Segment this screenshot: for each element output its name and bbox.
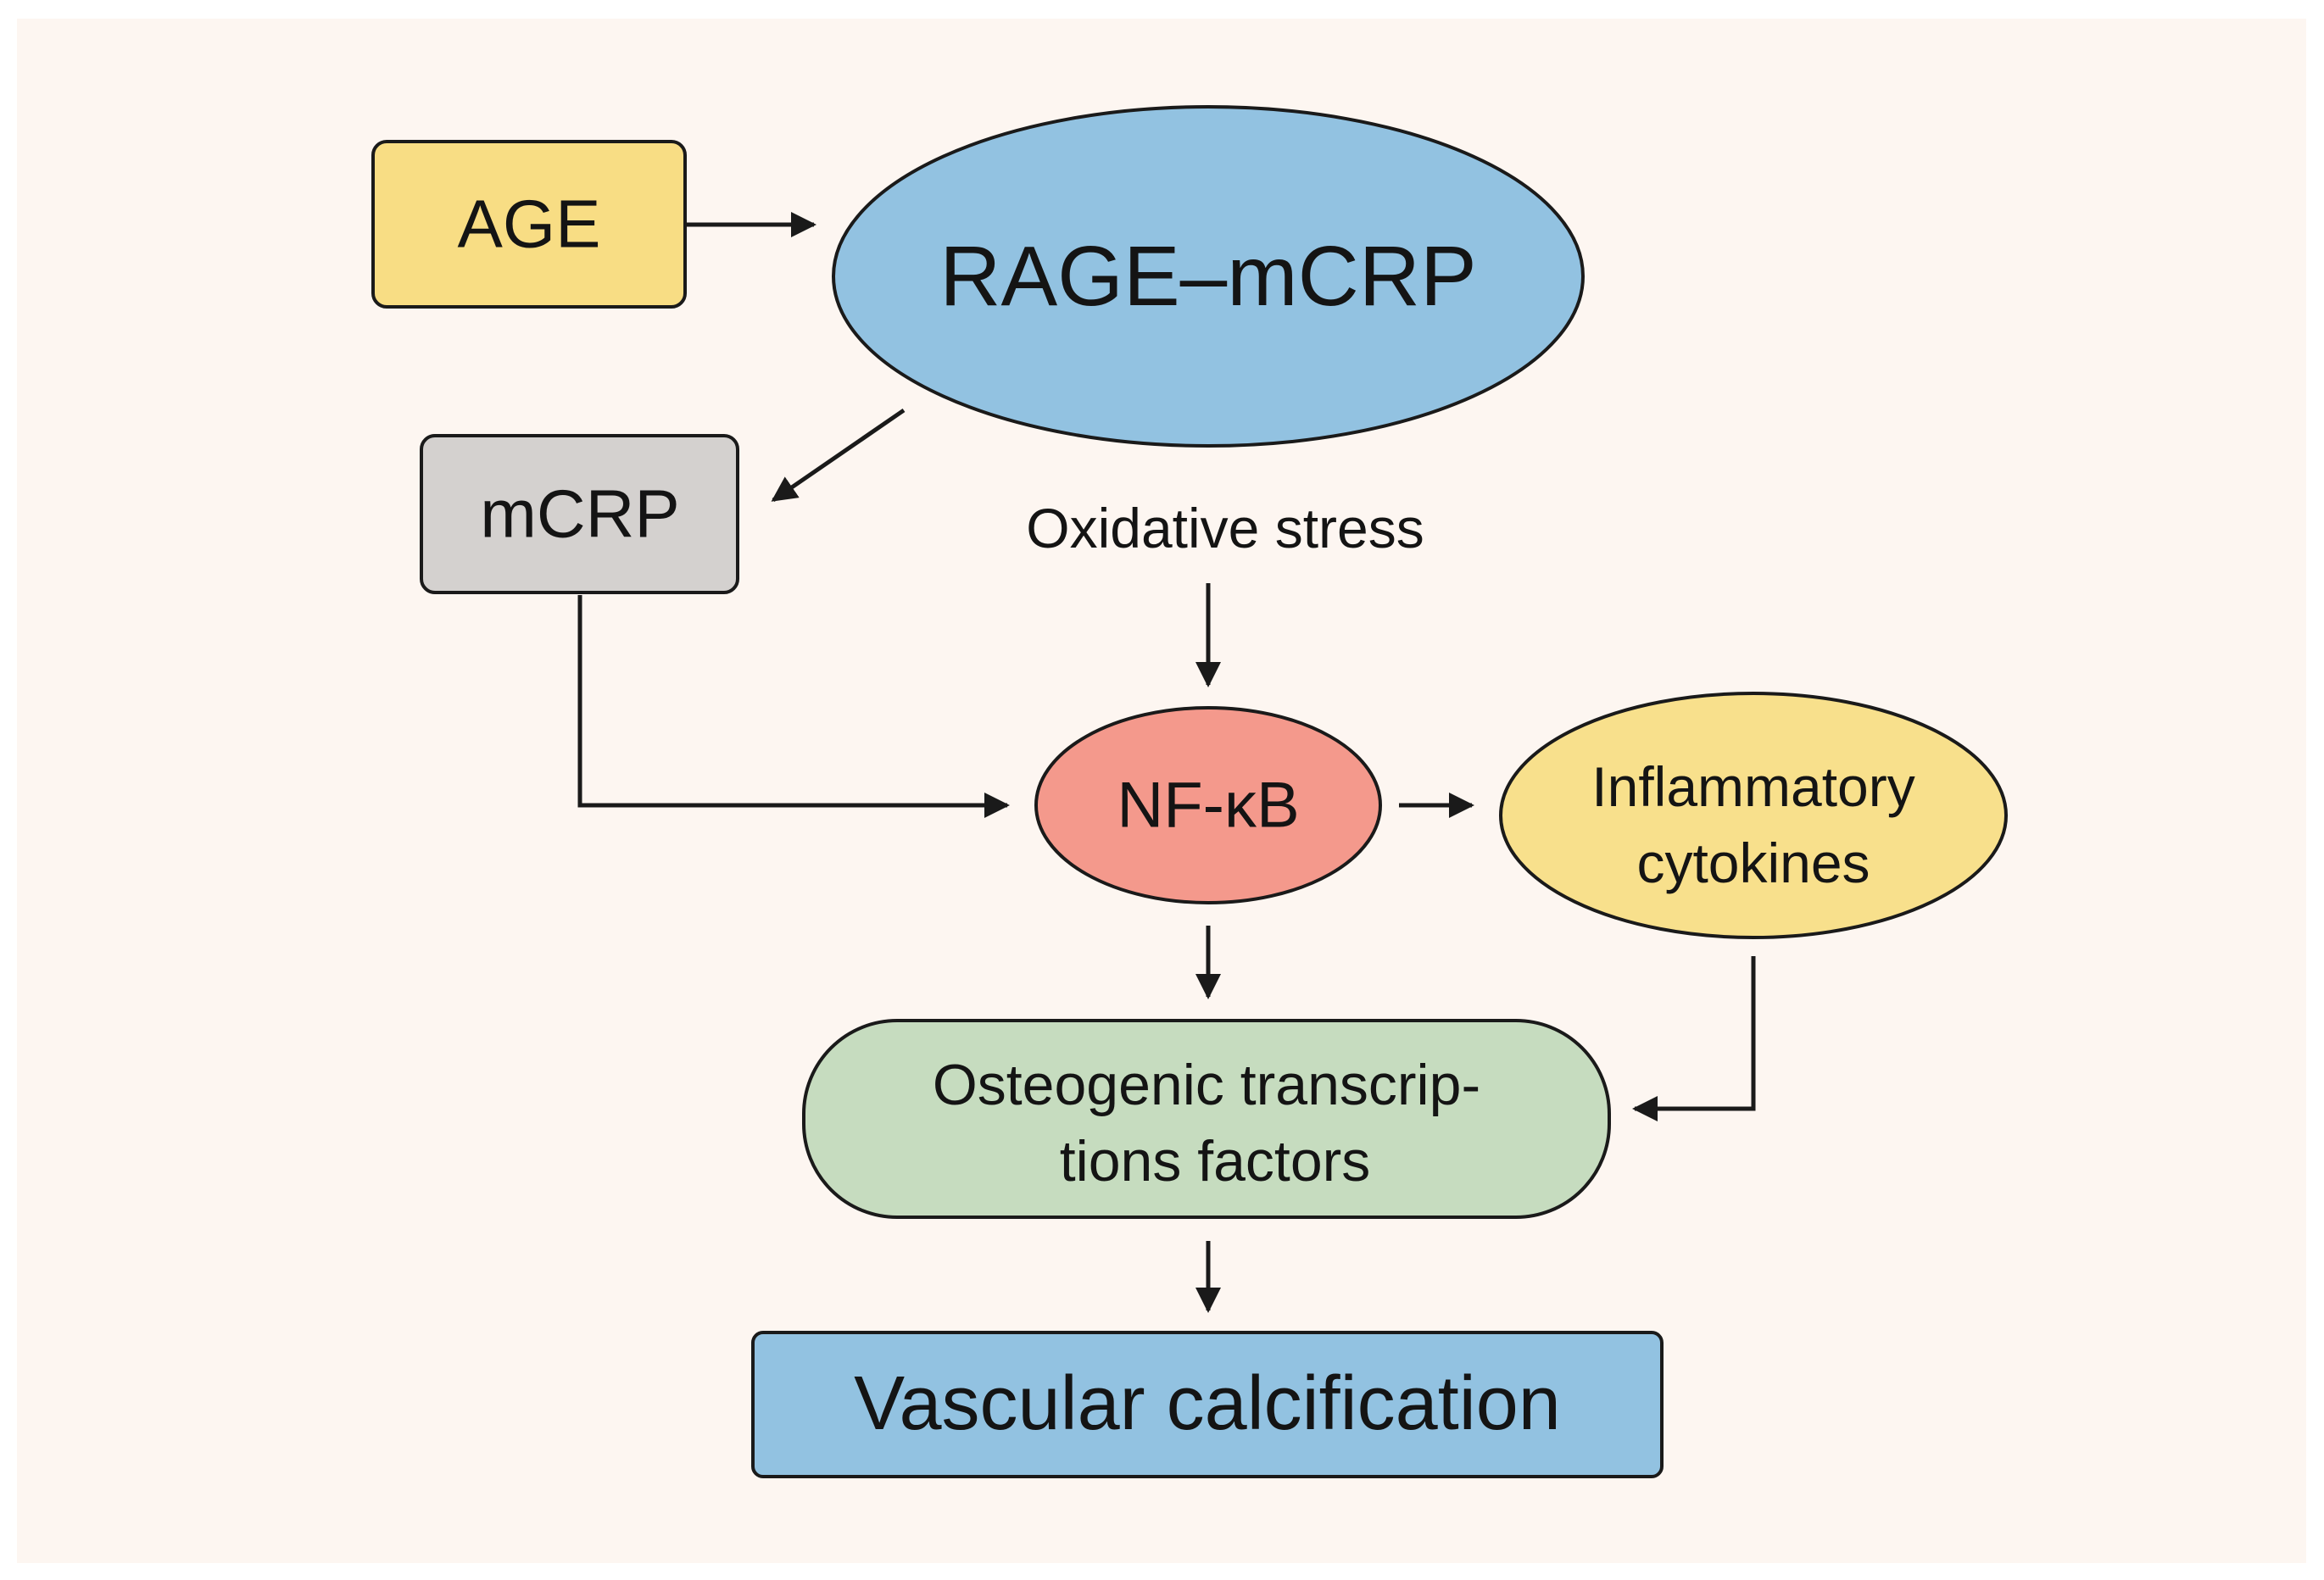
edge-cytokines-to-osteogenic <box>1632 956 1756 1121</box>
node-osteogenic-label-line1: Osteogenic transcrip- <box>933 1053 1480 1117</box>
node-mcrp: mCRP <box>420 434 739 594</box>
node-osteogenic-label-line2: tions factors <box>1060 1129 1371 1193</box>
node-rage-mcrp: RAGE–mCRP <box>832 105 1585 448</box>
node-age-label: AGE <box>458 186 601 262</box>
edge-rage-mcrp-to-mcrp <box>771 408 906 503</box>
node-mcrp-box <box>420 434 739 594</box>
node-nfkb-label: NF-κB <box>1117 770 1299 842</box>
node-vascular: Vascular calcification <box>751 1331 1664 1478</box>
node-cytokines: Inflammatory cytokines <box>1499 692 2008 939</box>
node-cytokines-label-line2: cytokines <box>1636 832 1870 894</box>
node-rage-mcrp-label: RAGE–mCRP <box>939 229 1476 324</box>
node-cytokines-label-line1: Inflammatory <box>1591 755 1914 818</box>
node-osteogenic: Osteogenic transcrip- tions factors <box>802 1019 1611 1219</box>
node-age-box <box>371 140 687 309</box>
edges <box>577 212 1756 1313</box>
node-osteogenic-box <box>802 1019 1611 1219</box>
node-vascular-box <box>751 1331 1664 1478</box>
node-vascular-label: Vascular calcification <box>854 1361 1561 1446</box>
node-rage-mcrp-ellipse <box>832 105 1585 448</box>
node-mcrp-label: mCRP <box>480 476 680 552</box>
node-nfkb: NF-κB <box>1034 706 1382 904</box>
node-nfkb-ellipse <box>1034 706 1382 904</box>
node-cytokines-ellipse <box>1499 692 2008 939</box>
edge-mcrp-to-nfkb <box>577 595 1010 818</box>
node-age: AGE <box>371 140 687 309</box>
node-oxidative-stress-label: Oxidative stress <box>1026 497 1424 559</box>
